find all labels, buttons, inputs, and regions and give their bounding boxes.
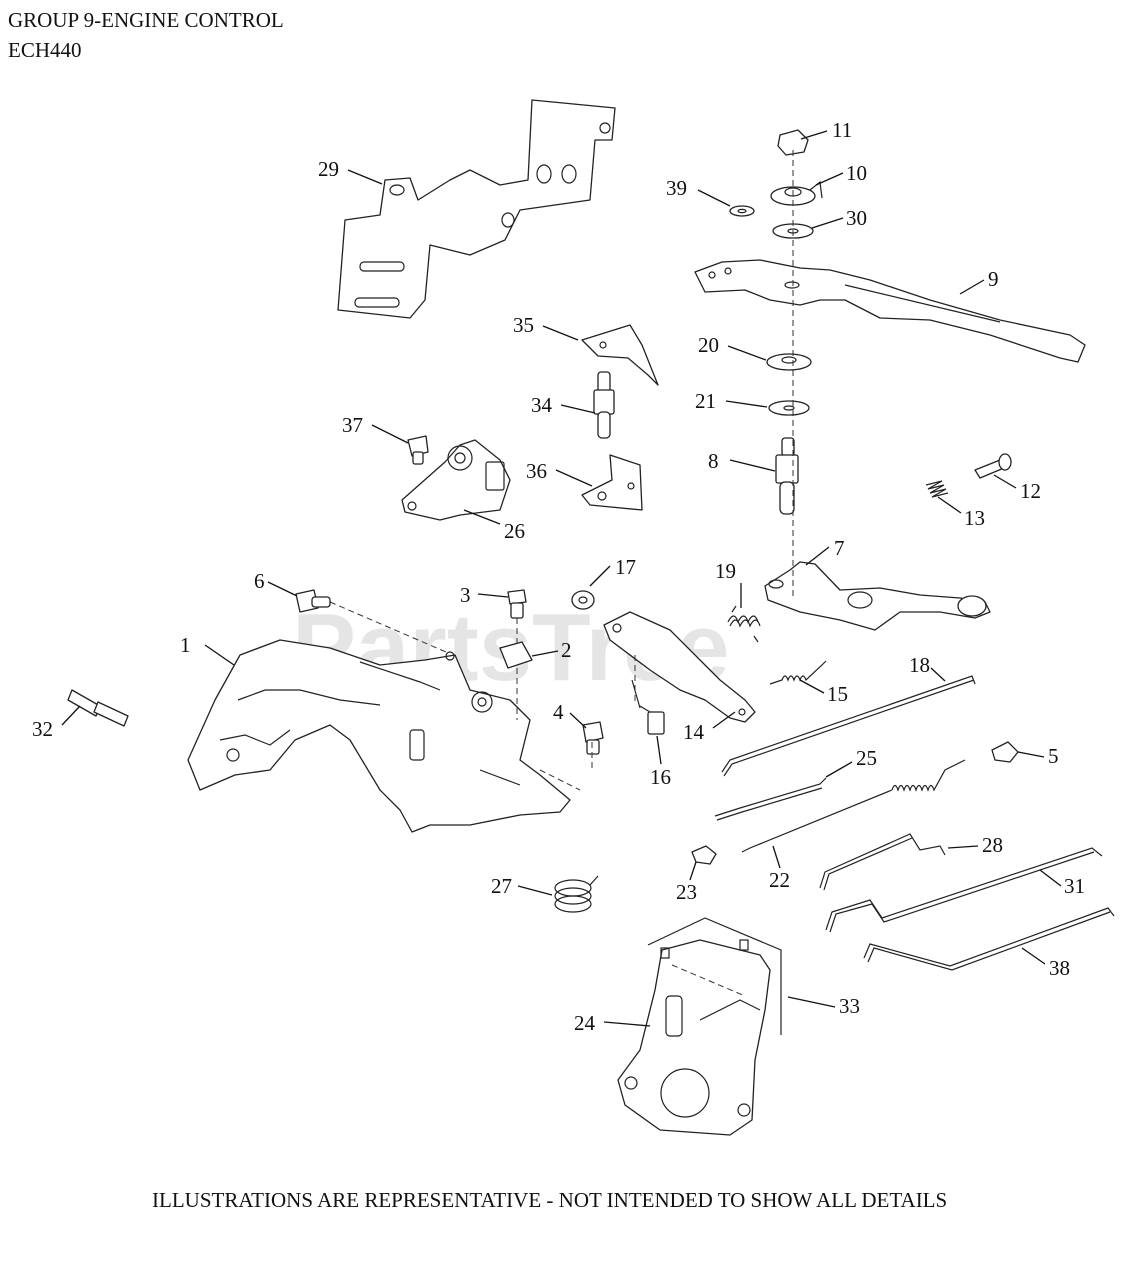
callout-38: 38 (1049, 956, 1070, 980)
part-31-rod (825, 847, 1103, 933)
part-6-bolt (295, 589, 331, 613)
callout-31: 31 (1064, 874, 1085, 898)
callout-37: 37 (342, 413, 363, 437)
part-14-throttle-arm (603, 611, 756, 723)
diagram-title: GROUP 9-ENGINE CONTROL (8, 8, 284, 32)
part-36-angle-bracket (581, 454, 643, 511)
part-23-fitting (691, 845, 717, 865)
part-32-stud (67, 689, 129, 727)
callout-21: 21 (695, 389, 716, 413)
part-16-clip (631, 679, 665, 735)
callout-23: 23 (676, 880, 697, 904)
callout-14: 14 (683, 720, 705, 744)
part-5-clip (991, 741, 1019, 763)
assembly-axis-1 (539, 769, 581, 791)
part-29-bracket (337, 99, 616, 319)
callout-25: 25 (856, 746, 877, 770)
part-20-washer (766, 353, 812, 371)
callout-27: 27 (491, 874, 512, 898)
callout-16: 16 (650, 765, 671, 789)
callout-3: 3 (460, 583, 471, 607)
part-11-nut (777, 129, 809, 156)
callout-8: 8 (708, 449, 719, 473)
part-2-nut (499, 641, 533, 669)
part-3-bolt (507, 589, 527, 619)
callout-7: 7 (834, 536, 845, 560)
part-19-spring (727, 605, 761, 643)
callout-34: 34 (531, 393, 553, 417)
callout-39: 39 (666, 176, 687, 200)
callout-20: 20 (698, 333, 719, 357)
callout-28: 28 (982, 833, 1003, 857)
part-26-governor-bracket (401, 439, 511, 521)
callout-24: 24 (574, 1011, 596, 1035)
part-8-pivot-shaft (775, 437, 799, 515)
callout-17: 17 (615, 555, 636, 579)
callout-5: 5 (1048, 744, 1059, 768)
part-37-bolt (407, 435, 429, 465)
callout-13: 13 (964, 506, 985, 530)
part-7-lever-plate (764, 561, 991, 631)
callout-15: 15 (827, 682, 848, 706)
part-28-rod (819, 833, 946, 891)
part-38-rod (863, 907, 1115, 971)
part-22-spring-rod (741, 759, 966, 853)
part-21-washer (768, 400, 810, 416)
part-10-washer (770, 180, 823, 206)
callout-10: 10 (846, 161, 867, 185)
assembly-axis-6 (329, 601, 447, 653)
callout-33: 33 (839, 994, 860, 1018)
part-34-stud (593, 371, 615, 439)
callout-22: 22 (769, 868, 790, 892)
callout-6: 6 (254, 569, 265, 593)
part-25-rod (714, 777, 827, 821)
callout-29: 29 (318, 157, 339, 181)
callout-1: 1 (180, 633, 191, 657)
part-18-rod (721, 675, 976, 777)
callout-numbers: 29 11 10 30 39 9 20 21 8 35 34 36 37 26 … (32, 118, 1085, 1035)
part-15-spring (769, 660, 827, 685)
callout-30: 30 (846, 206, 867, 230)
callout-26: 26 (504, 519, 525, 543)
part-12-pin (974, 453, 1012, 479)
callout-18: 18 (909, 653, 930, 677)
model-number: ECH440 (8, 38, 82, 62)
callout-35: 35 (513, 313, 534, 337)
callout-9: 9 (988, 267, 999, 291)
callout-12: 12 (1020, 479, 1041, 503)
leader-lines (61, 130, 1062, 1027)
part-24-mounting-plate (617, 939, 771, 1136)
part-1-control-housing (187, 639, 571, 833)
part-13-spring (925, 480, 949, 498)
callout-2: 2 (561, 638, 572, 662)
callout-32: 32 (32, 717, 53, 741)
part-33-bracket (647, 917, 782, 1035)
callout-36: 36 (526, 459, 547, 483)
part-9-control-lever (694, 259, 1086, 363)
part-17-bushing (571, 590, 595, 610)
disclaimer-footer: ILLUSTRATIONS ARE REPRESENTATIVE - NOT I… (152, 1188, 948, 1212)
callout-4: 4 (553, 700, 564, 724)
part-4-bolt (582, 721, 604, 755)
part-27-spring (554, 875, 599, 913)
callout-19: 19 (715, 559, 736, 583)
part-39-washer (729, 205, 755, 217)
assembly-axis-24 (671, 964, 746, 997)
part-35-plate (581, 324, 659, 386)
callout-11: 11 (832, 118, 852, 142)
